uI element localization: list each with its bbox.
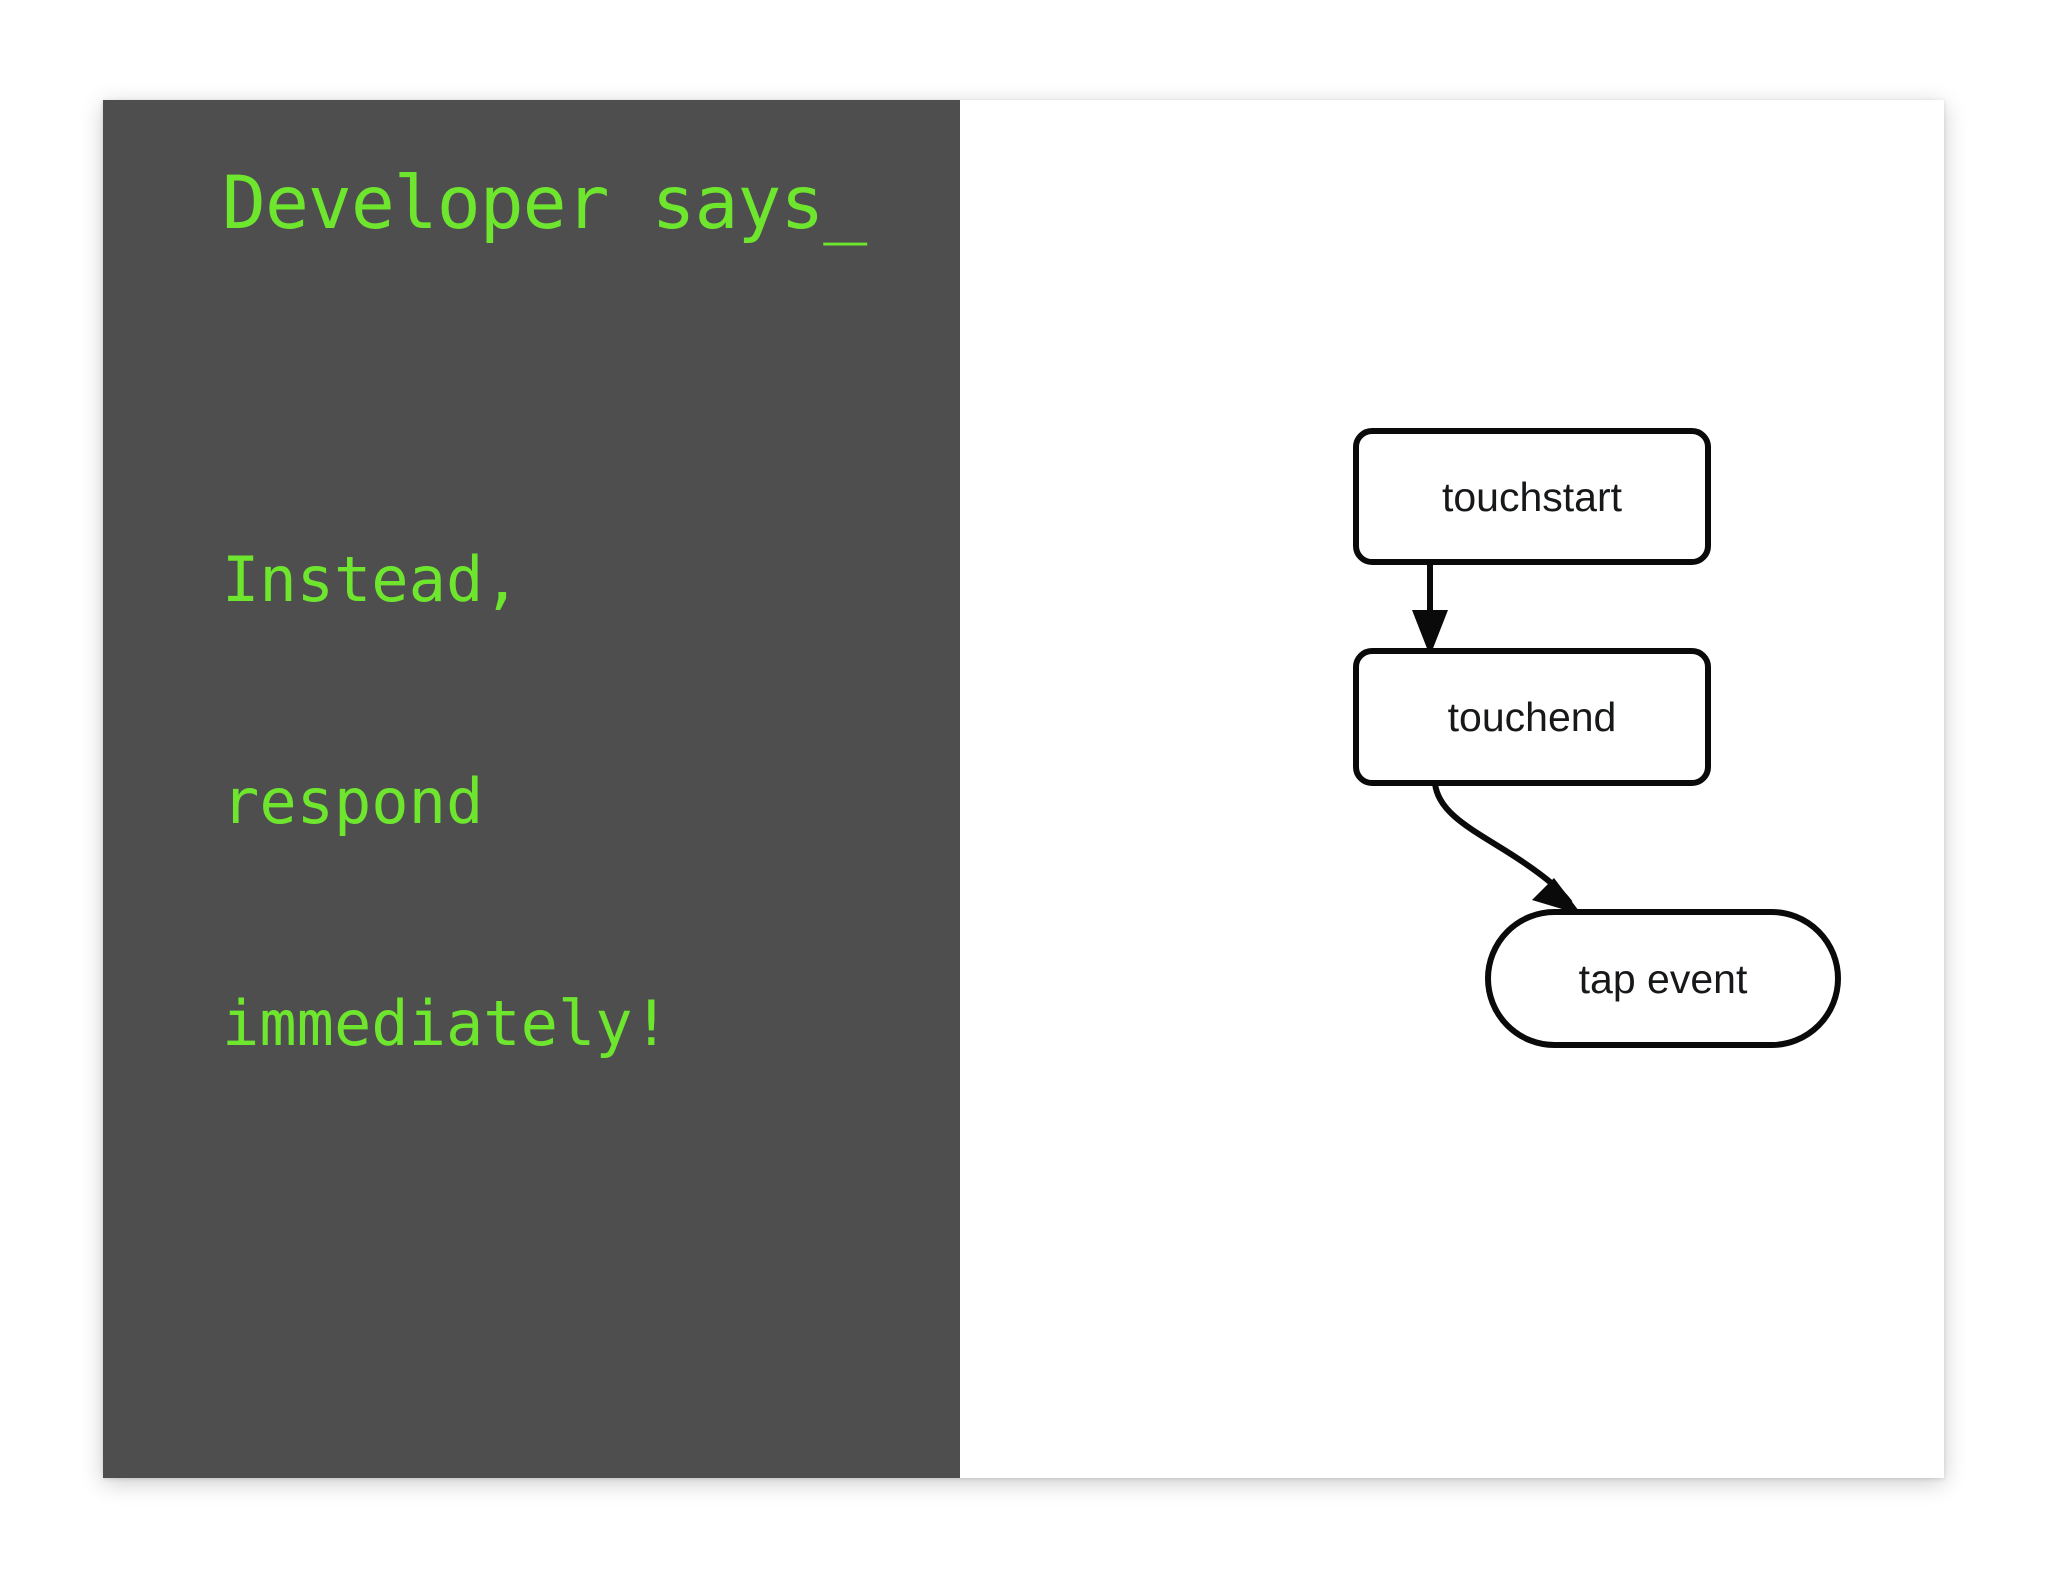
body-line-1: Instead, <box>222 543 521 616</box>
node-touchstart-label: touchstart <box>1442 474 1623 520</box>
arrowhead-icon <box>1412 610 1448 656</box>
node-tap-event-label: tap event <box>1579 956 1748 1002</box>
slide-right-pane: touchstart touchend tap event <box>960 100 1944 1478</box>
arrowhead-icon <box>1532 878 1582 915</box>
body-line-2: respond <box>222 765 484 838</box>
slide-body-text: Instead, respond immediately! <box>222 395 670 1209</box>
edge-touchend-to-tapevent <box>1432 782 1582 915</box>
slide-headline: Developer says_ <box>222 161 867 246</box>
node-tap-event[interactable]: tap event <box>1485 909 1841 1048</box>
node-touchstart[interactable]: touchstart <box>1353 428 1711 565</box>
slide-left-pane: Developer says_ Instead, respond immedia… <box>103 100 960 1478</box>
slide: Developer says_ Instead, respond immedia… <box>103 100 1944 1478</box>
node-touchend[interactable]: touchend <box>1353 648 1711 786</box>
edge-touchstart-to-touchend <box>1412 562 1448 656</box>
touch-event-flowchart: touchstart touchend tap event <box>1353 428 1841 1048</box>
node-touchend-label: touchend <box>1448 694 1617 740</box>
body-line-3: immediately! <box>222 987 670 1060</box>
